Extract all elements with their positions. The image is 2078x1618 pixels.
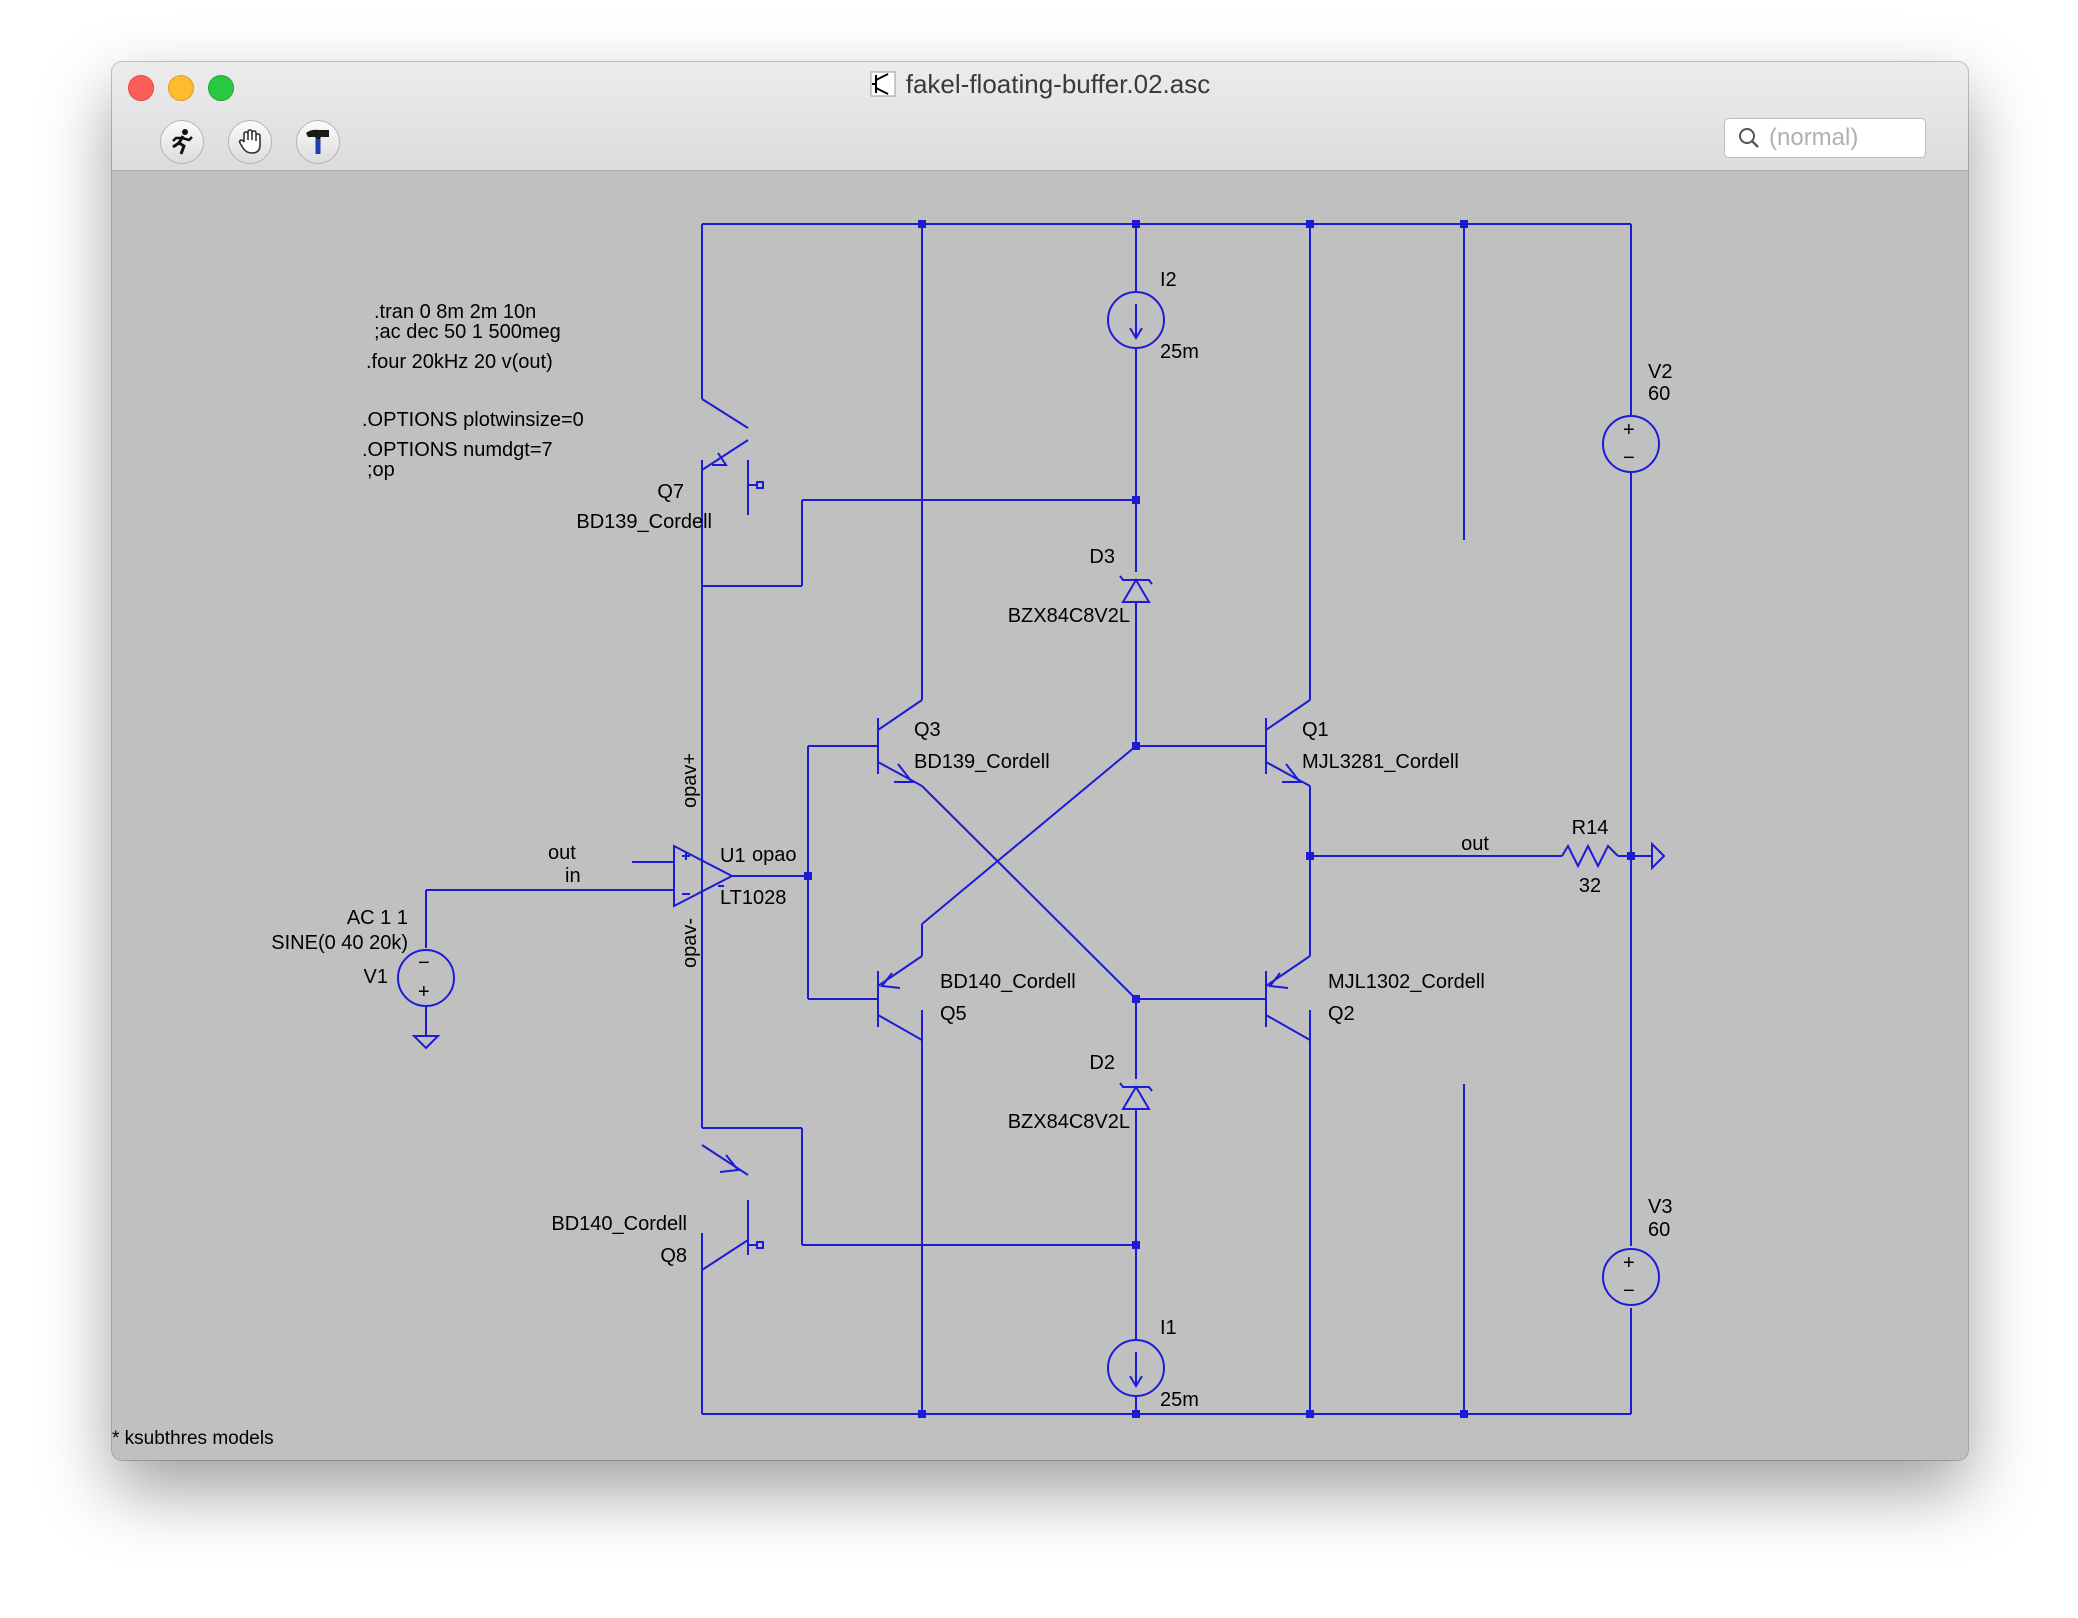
search-field[interactable] xyxy=(1724,118,1926,158)
net-label-opao: opao xyxy=(752,844,797,866)
directive-tran: .tran 0 8m 2m 10n xyxy=(374,301,536,323)
voltage-source-v2[interactable] xyxy=(1602,415,1660,473)
window-title: fakel-floating-buffer.02.asc xyxy=(905,68,1211,99)
titlebar: fakel-floating-buffer.02.asc xyxy=(112,62,1968,106)
directive-options-numdgt: .OPTIONS numdgt=7 xyxy=(362,439,553,461)
window-title-group: fakel-floating-buffer.02.asc xyxy=(112,62,1968,106)
transistor-q7[interactable] xyxy=(701,398,764,515)
search-icon xyxy=(1739,128,1759,148)
minimize-button[interactable] xyxy=(168,75,194,101)
r14-value: 32 xyxy=(1579,875,1601,897)
net-label-in: in xyxy=(565,865,581,887)
run-button[interactable] xyxy=(160,120,204,164)
q1-name: Q1 xyxy=(1302,719,1329,741)
q3-name: Q3 xyxy=(914,719,941,741)
v2-name: V2 xyxy=(1648,361,1672,383)
directive-ac: ;ac dec 50 1 500meg xyxy=(374,321,561,343)
q5-name: Q5 xyxy=(940,1003,967,1025)
q2-name: Q2 xyxy=(1328,1003,1355,1025)
voltage-source-v1[interactable] xyxy=(397,949,455,1050)
hammer-icon xyxy=(306,129,329,154)
q8-model: BD140_Cordell xyxy=(551,1213,687,1235)
v1-name: V1 xyxy=(364,966,388,988)
transistor-q8[interactable] xyxy=(701,1144,764,1271)
transistor-q1[interactable] xyxy=(1265,699,1311,787)
q8-name: Q8 xyxy=(660,1245,687,1267)
window-chrome: fakel-floating-buffer.02.asc xyxy=(112,62,1968,171)
net-label-out-right: out xyxy=(1461,833,1489,855)
opamp-u1[interactable] xyxy=(673,801,748,908)
net-label-out: out xyxy=(548,842,576,864)
i1-value: 25m xyxy=(1160,1389,1199,1411)
i1-name: I1 xyxy=(1160,1317,1177,1339)
zener-diode-d2[interactable] xyxy=(1119,1082,1153,1110)
v1-plus-sign: + xyxy=(418,981,430,1003)
schematic-canvas[interactable]: I2 25m I1 25m + − V2 60 + − V xyxy=(112,170,1968,1460)
current-source-i1[interactable] xyxy=(1107,1339,1165,1397)
q7-model: BD139_Cordell xyxy=(576,511,712,533)
resistor-r14[interactable] xyxy=(1561,843,1619,869)
zoom-button[interactable] xyxy=(208,75,234,101)
app-window: fakel-floating-buffer.02.asc xyxy=(112,62,1968,1460)
transistor-q3[interactable] xyxy=(877,699,923,787)
d3-name: D3 xyxy=(1089,546,1115,568)
v1-sine: SINE(0 40 20k) xyxy=(271,932,408,954)
directive-op: ;op xyxy=(367,459,395,481)
u1-model: LT1028 xyxy=(720,887,786,909)
v3-name: V3 xyxy=(1648,1196,1672,1218)
junction-dots xyxy=(804,220,1635,1418)
v2-value: 60 xyxy=(1648,383,1670,405)
v3-value: 60 xyxy=(1648,1219,1670,1241)
v2-minus-sign: − xyxy=(1623,447,1635,469)
schematic-document-icon xyxy=(870,71,896,97)
i2-value: 25m xyxy=(1160,341,1199,363)
i2-name: I2 xyxy=(1160,269,1177,291)
u1-name: U1 xyxy=(720,845,746,867)
directive-options-plotwinsize: .OPTIONS plotwinsize=0 xyxy=(362,409,584,431)
q5-model: BD140_Cordell xyxy=(940,971,1076,993)
directive-four: .four 20kHz 20 v(out) xyxy=(366,351,553,373)
net-label-opav-plus: opav+ xyxy=(679,753,701,808)
zener-diode-d3[interactable] xyxy=(1119,575,1153,603)
output-port[interactable] xyxy=(1651,841,1666,871)
q2-model: MJL1302_Cordell xyxy=(1328,971,1485,993)
v3-plus-sign: + xyxy=(1623,1252,1635,1274)
transistor-q2[interactable] xyxy=(1265,924,1311,1041)
current-source-i2[interactable] xyxy=(1107,291,1165,349)
transistor-q5[interactable] xyxy=(877,924,923,1041)
q3-model: BD139_Cordell xyxy=(914,751,1050,773)
v2-plus-sign: + xyxy=(1623,419,1635,441)
r14-name: R14 xyxy=(1572,817,1609,839)
q1-model: MJL3281_Cordell xyxy=(1302,751,1459,773)
d2-model: BZX84C8V2L xyxy=(1008,1111,1130,1133)
v1-ac: AC 1 1 xyxy=(347,907,408,929)
v1-minus-sign: − xyxy=(418,952,430,974)
comment-ksubthres: * ksubthres models xyxy=(112,1428,274,1449)
net-label-opav-minus: opav- xyxy=(679,918,701,968)
wires xyxy=(425,223,1652,1415)
d3-model: BZX84C8V2L xyxy=(1008,605,1130,627)
running-man-icon xyxy=(172,129,193,155)
v3-minus-sign: − xyxy=(1623,1280,1635,1302)
search-input[interactable] xyxy=(1769,124,1919,152)
hand-icon xyxy=(238,129,261,154)
halt-button[interactable] xyxy=(228,120,272,164)
close-button[interactable] xyxy=(128,75,154,101)
q7-name: Q7 xyxy=(657,481,684,503)
netlist-button[interactable] xyxy=(296,120,340,164)
d2-name: D2 xyxy=(1089,1052,1115,1074)
voltage-source-v3[interactable] xyxy=(1602,1248,1660,1306)
